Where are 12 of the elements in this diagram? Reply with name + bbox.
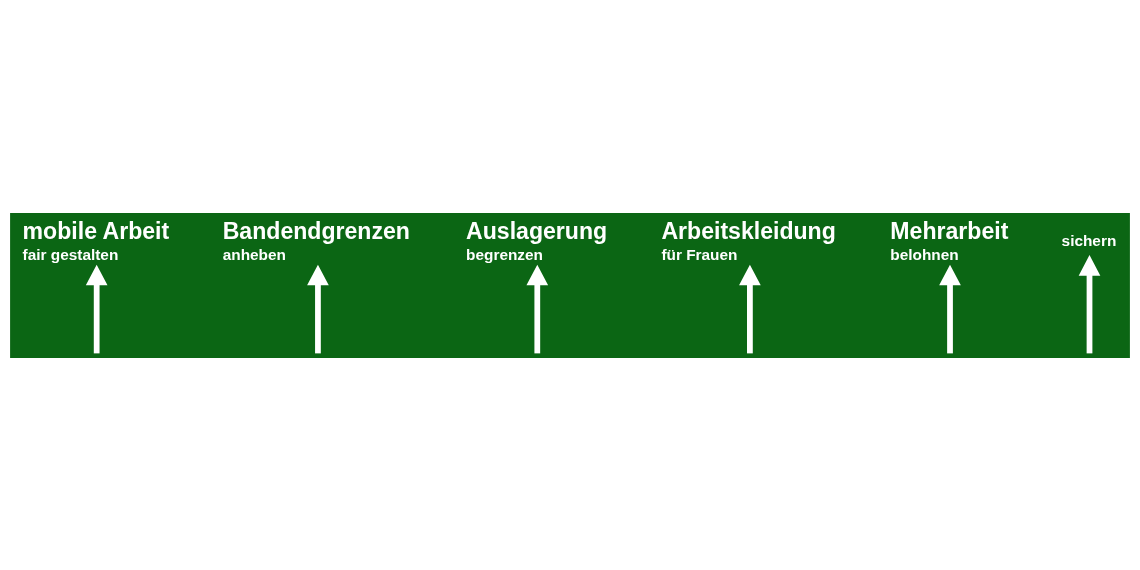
- arrow: [526, 264, 549, 353]
- node-text: Mehrarbeit belohnen: [890, 217, 1009, 263]
- node-text: Bandendgrenzen anheben: [222, 217, 410, 263]
- arrow: [307, 264, 329, 353]
- node-text: Auslagerung begrenzen: [466, 217, 608, 263]
- node-text: Arbeitskleidung für Frauen: [661, 217, 836, 263]
- arrow: [939, 264, 961, 353]
- arrow: [1078, 254, 1101, 353]
- node-text: mobile Arbeit fair gestalten: [22, 217, 170, 263]
- node-text: sichern: [1061, 231, 1117, 249]
- arrow: [85, 264, 108, 353]
- arrow: [739, 264, 761, 353]
